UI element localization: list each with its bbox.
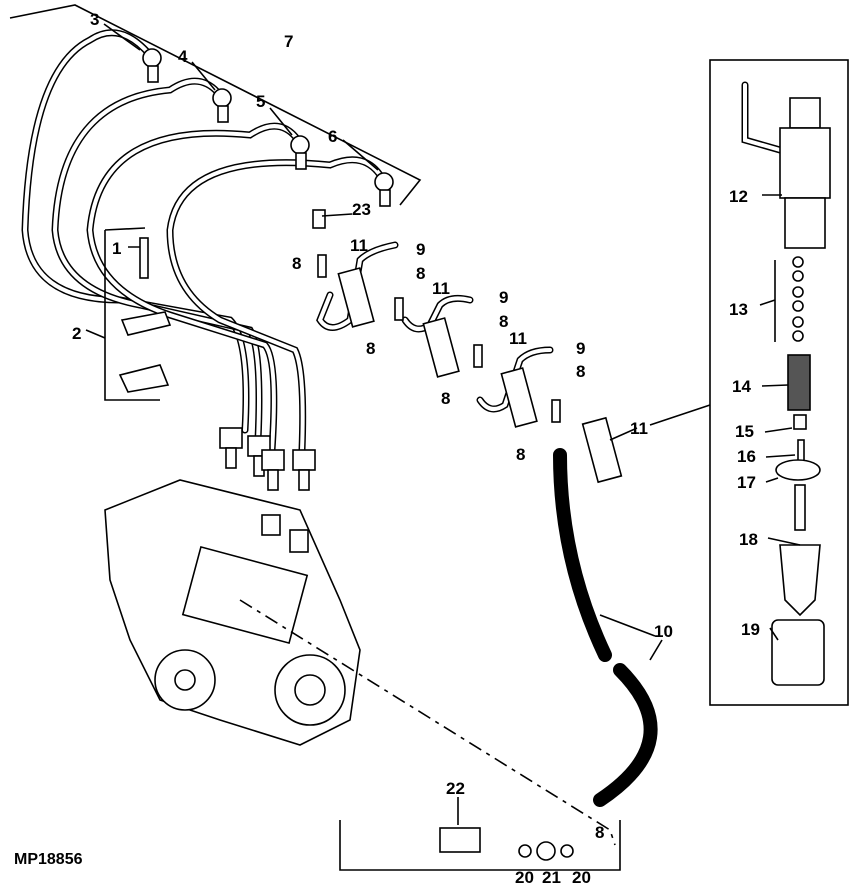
leader-lines <box>85 23 801 825</box>
diagram-id: MP18856 <box>14 851 83 868</box>
injection-pump <box>104 479 361 746</box>
injection-pipes <box>21 29 394 491</box>
callout: 20 <box>572 868 591 887</box>
callout: 3 <box>90 10 99 29</box>
callout: 13 <box>729 300 748 319</box>
callout: 17 <box>737 473 756 492</box>
callout: 7 <box>284 32 293 51</box>
callout: 11 <box>350 236 368 255</box>
callout: 11 <box>432 279 450 298</box>
nozzle-assembly-box <box>709 59 849 706</box>
clamp-box <box>104 227 160 401</box>
callout: 12 <box>729 187 748 206</box>
callout: 19 <box>741 620 760 639</box>
callout: 8 <box>416 264 425 283</box>
callout: 9 <box>499 288 508 307</box>
callout: 2 <box>72 324 81 343</box>
callout: 8 <box>576 362 585 381</box>
nozzle-parts <box>741 81 831 686</box>
callout: 14 <box>732 377 751 396</box>
bracket-13 <box>759 260 776 342</box>
callout: 6 <box>328 127 337 146</box>
callout: 8 <box>595 823 604 842</box>
callout: 11 <box>630 419 648 438</box>
return-hose-upper <box>553 448 612 662</box>
callout: 10 <box>654 622 673 641</box>
bolt-1 <box>139 237 149 279</box>
kit-box-22 <box>339 820 621 871</box>
callout: 4 <box>178 47 188 66</box>
callout: 11 <box>509 329 527 348</box>
leak-off-assemblies <box>312 209 623 484</box>
callout: 21 <box>542 868 561 887</box>
callout: 23 <box>352 200 371 219</box>
callout: 8 <box>499 312 508 331</box>
return-hose-lower <box>593 663 658 807</box>
callout: 8 <box>441 389 450 408</box>
callout: 20 <box>515 868 534 887</box>
callout: 1 <box>112 239 121 258</box>
callout: 18 <box>739 530 758 549</box>
bracket-line <box>9 4 422 206</box>
callout: 8 <box>516 445 525 464</box>
callout: 22 <box>446 779 465 798</box>
callout: 15 <box>735 422 754 441</box>
callout: 9 <box>576 339 585 358</box>
callout-labels: 3 4 7 5 6 23 1 11 9 8 8 2 11 9 8 8 11 9 … <box>72 10 760 887</box>
callout: 16 <box>737 447 756 466</box>
fitting-22 <box>439 827 481 853</box>
callout: 8 <box>292 254 301 273</box>
callout: 9 <box>416 240 425 259</box>
callout: 8 <box>366 339 375 358</box>
callout: 5 <box>256 92 265 111</box>
